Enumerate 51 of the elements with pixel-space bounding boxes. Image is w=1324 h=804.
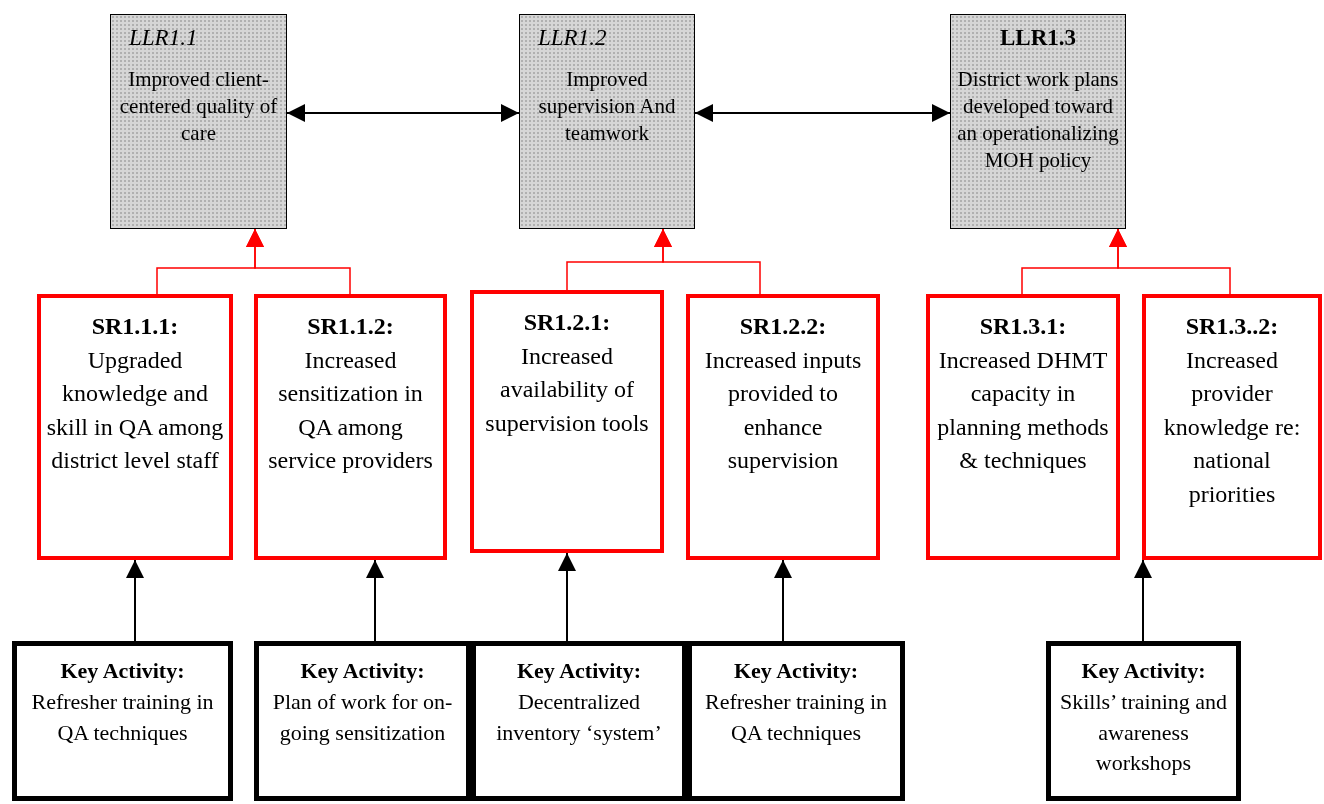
box-text: Decentralized inventory ‘system’ — [495, 687, 663, 747]
result-box — [686, 294, 880, 560]
arrow — [126, 559, 144, 642]
arrow — [654, 228, 761, 295]
box-title: SR1.2.2: — [738, 312, 828, 341]
box-title: Key Activity: — [299, 657, 426, 685]
box-text: Increased provider knowledge re: national priorities — [1162, 345, 1302, 509]
box-text: Increased availability of supervision tools — [484, 341, 650, 438]
activity-box — [254, 641, 471, 801]
box-title: Key Activity: — [516, 657, 642, 685]
activity-box — [687, 641, 905, 801]
box-text: Improved supervision And teamwork — [537, 66, 677, 148]
box-title: SR1.3..2: — [1184, 312, 1280, 341]
box-text: Increased inputs provided to enhance supervision — [703, 345, 863, 476]
box-text: Improved client-centered quality of care — [118, 66, 279, 148]
box-title: SR1.2.1: — [522, 308, 612, 337]
activity-box — [1046, 641, 1241, 801]
arrow — [694, 104, 951, 122]
box-text: Skills’ training and awareness workshops — [1059, 687, 1228, 778]
arrow — [1109, 228, 1231, 295]
outcome-box — [110, 14, 287, 229]
box-title: LLR1.3 — [998, 24, 1077, 52]
result-box — [926, 294, 1120, 560]
box-text: Upgraded knowledge and skill in QA among district level staff — [45, 345, 225, 476]
result-box — [470, 290, 664, 553]
box-text: Increased DHMT capacity in planning methods & techniques — [936, 345, 1110, 476]
box-text: District work plans developed toward an operationalizing MOH policy — [956, 66, 1120, 174]
box-title: LLR1.1 — [128, 24, 199, 52]
arrow — [558, 552, 576, 642]
box-title: Key Activity: — [733, 657, 859, 685]
outcome-box — [519, 14, 695, 229]
box-title: SR1.3.1: — [978, 312, 1068, 341]
result-box — [254, 294, 447, 560]
result-box — [37, 294, 233, 560]
result-box — [1142, 294, 1322, 560]
activity-box — [12, 641, 233, 801]
box-text: Refresher training in QA techniques — [30, 687, 215, 747]
arrow — [774, 559, 792, 642]
box-title: Key Activity: — [1080, 657, 1207, 685]
box-text: Refresher training in QA techniques — [703, 687, 889, 747]
box-title: SR1.1.2: — [306, 312, 395, 341]
arrow — [366, 559, 384, 642]
box-title: Key Activity: — [59, 657, 186, 685]
arrow — [246, 228, 351, 295]
box-text: Plan of work for on-going sensitization — [271, 687, 454, 747]
box-title: SR1.1.1: — [90, 312, 180, 341]
outcome-box — [950, 14, 1126, 229]
arrow — [286, 104, 520, 122]
box-text: Increased sensitization in QA among service providers — [267, 345, 434, 476]
arrow — [1134, 559, 1152, 642]
box-title: LLR1.2 — [537, 24, 608, 52]
